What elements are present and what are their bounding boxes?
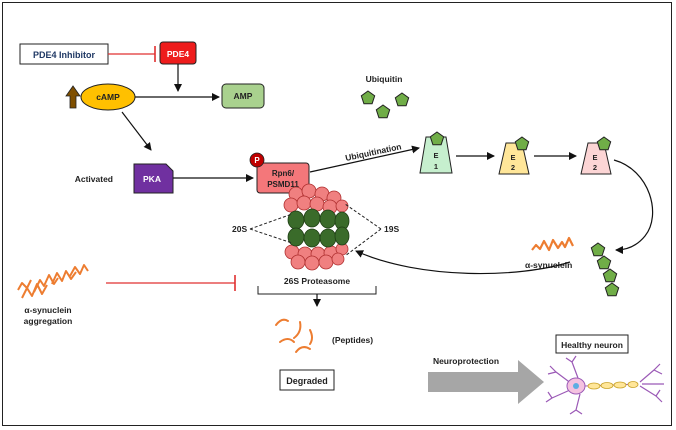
rpn6-label-line2: PSMD11 [267,180,299,189]
ubiquitin-chain-2 [596,255,612,270]
synuclein-aggregation-line2: aggregation [24,316,73,326]
diagram-frame [2,2,672,426]
ubiquitin-icon-3 [394,92,410,107]
e1-letter: E [433,151,438,160]
synuclein-free-label: α-synuclein [525,260,572,270]
ubiquitin-chain-1 [590,242,606,257]
e2b-number: 2 [593,163,597,172]
peptides-label: (Peptides) [332,335,373,345]
proteasome-bracket [257,286,377,295]
degraded-label: Degraded [286,376,328,386]
e2a-letter: E [510,153,515,162]
neuron-icon [545,355,664,415]
degraded-box [279,369,335,391]
label-19s: 19S [384,224,399,234]
amp-box [221,83,265,109]
label-20s: 20S [232,224,247,234]
rpn6-label-line1: Rpn6/ [272,169,295,178]
neuroprotection-arrow [428,360,544,404]
arrow-ubiquitination [309,145,420,173]
synuclein-free-icon [531,236,574,252]
camp-label: cAMP [96,92,120,102]
synuclein-aggregate-icon [17,264,89,299]
increase-arrow-icon [65,85,81,109]
healthy-neuron-box [555,334,629,354]
dashed-20s [249,213,293,244]
e1-number: 1 [434,162,438,171]
arrow-e2-synuclein [613,159,654,254]
neuroprotection-label: Neuroprotection [433,356,499,366]
activated-label: Activated [75,174,113,184]
phosphate-label: P [254,156,260,165]
ubiquitin-icon-e2b [596,136,612,151]
dashed-19s [344,203,382,257]
ubiquitin-chain-3 [602,268,618,283]
e2a-number: 2 [511,163,515,172]
e2b-letter: E [592,153,597,162]
ubiquitin-icon-e1 [429,131,445,146]
rpn6-box [256,162,310,194]
proteasome-label: 26S Proteasome [284,276,350,286]
ubiquitin-icon-1 [360,90,376,105]
pde4-inhibitor-label: PDE4 Inhibitor [33,50,96,60]
ubiquitin-icon-e2a [514,136,530,151]
arrow-synuclein-proteasome [355,250,571,275]
ubiquitination-label: Ubiquitination [344,141,402,163]
ubiquitin-label: Ubiquitin [366,74,403,84]
pde4-label: PDE4 [167,49,189,59]
pka-label: PKA [143,174,161,184]
arrow-camp-pka [121,111,152,151]
peptides-icon [275,318,313,353]
healthy-neuron-label: Healthy neuron [561,340,623,350]
pka-box [133,163,174,194]
proteasome-icon [283,183,350,271]
phosphate-circle [249,152,265,168]
ubiquitin-chain-4 [604,282,620,297]
ubiquitin-icon-2 [375,104,391,119]
amp-label: AMP [234,91,253,101]
synuclein-aggregation-line1: α-synuclein [24,305,71,315]
